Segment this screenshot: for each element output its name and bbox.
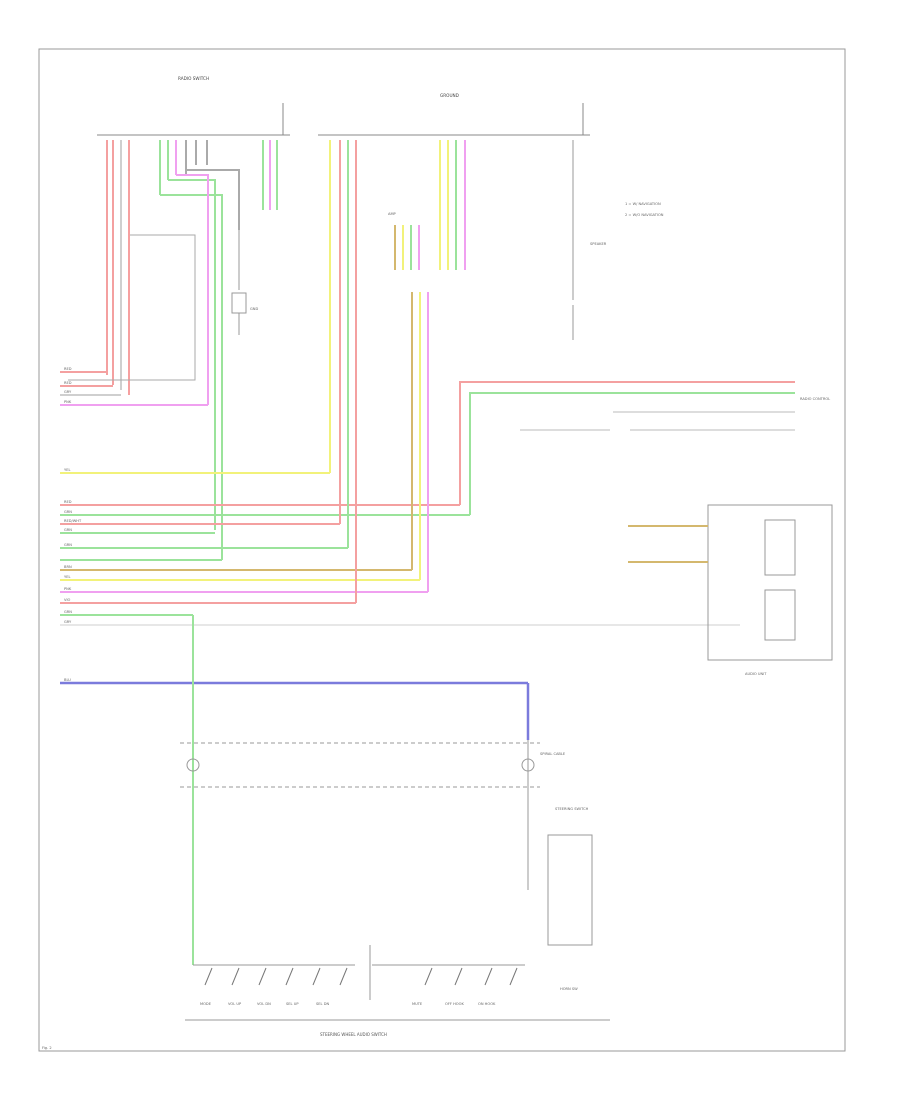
- switch-label-mute: MUTE: [412, 1002, 423, 1006]
- svg-text:GRN: GRN: [64, 610, 72, 614]
- svg-text:BLU: BLU: [64, 678, 71, 682]
- svg-text:BRN: BRN: [64, 565, 72, 569]
- switch-label-vol-up: VOL UP: [228, 1002, 242, 1006]
- steering-conn-label: STEERING SWITCH: [555, 807, 589, 811]
- left-labels: RED RED GRY PNK YEL RED GRN RED/WHT GRN …: [64, 367, 82, 682]
- radio-top-label: RADIO SWITCH: [178, 76, 209, 81]
- switch-label-on-hook: ON HOOK: [478, 1002, 496, 1006]
- switch-labels: MODE VOL UP VOL DN SEL UP SEL DN MUTE OF…: [200, 1002, 496, 1006]
- svg-text:GRN: GRN: [64, 528, 72, 532]
- speaker-label: SPEAKER: [590, 242, 607, 246]
- audio-unit-label: AUDIO UNIT: [745, 672, 767, 676]
- note-2: 2 = W/O NAVIGATION: [625, 213, 664, 217]
- svg-text:RED: RED: [64, 500, 72, 504]
- switch-label-mode: MODE: [200, 1002, 212, 1006]
- switch-contacts: [204, 967, 518, 986]
- center-wire-group: [329, 140, 466, 603]
- steering-section: [180, 615, 610, 1021]
- svg-text:YEL: YEL: [64, 468, 70, 472]
- left-wire-group: [68, 140, 278, 560]
- svg-text:GRN: GRN: [64, 543, 72, 547]
- svg-text:RED/WHT: RED/WHT: [64, 519, 82, 523]
- switch-label-sel-dn: SEL DN: [316, 1002, 329, 1006]
- diagram-border: [38, 48, 846, 1052]
- right-connector-label: RADIO CONTROL: [800, 397, 830, 401]
- amp-label: AMP: [388, 212, 397, 216]
- svg-text:GRY: GRY: [64, 390, 72, 394]
- left-horizontal-wires: [60, 371, 740, 685]
- svg-text:RED: RED: [64, 367, 72, 371]
- svg-text:GRN: GRN: [64, 510, 72, 514]
- corner-label: Fig. 2: [42, 1046, 52, 1050]
- note-1: 1 = W/ NAVIGATION: [625, 202, 661, 206]
- switch-label-sel-up: SEL UP: [286, 1002, 299, 1006]
- left-component: [231, 230, 247, 335]
- center-top-label: GROUND: [440, 93, 459, 98]
- horn-switch-label: HORN SW: [560, 987, 578, 991]
- audio-unit-box: [628, 504, 833, 661]
- top-buses: [97, 103, 590, 136]
- svg-text:PNK: PNK: [64, 587, 72, 591]
- svg-text:YEL: YEL: [64, 575, 70, 579]
- switch-label-vol-dn: VOL DN: [257, 1002, 271, 1006]
- cable-reel-label: SPIRAL CABLE: [540, 752, 566, 756]
- ground-point-label: GND: [250, 307, 258, 311]
- svg-text:GRY: GRY: [64, 620, 72, 624]
- switch-label-off-hook: OFF HOOK: [445, 1002, 464, 1006]
- svg-text:RED: RED: [64, 381, 72, 385]
- right-wires: [459, 381, 795, 515]
- footer-label: STEERING WHEEL AUDIO SWITCH: [320, 1032, 387, 1037]
- svg-text:PNK: PNK: [64, 400, 72, 404]
- svg-text:VIO: VIO: [64, 598, 71, 602]
